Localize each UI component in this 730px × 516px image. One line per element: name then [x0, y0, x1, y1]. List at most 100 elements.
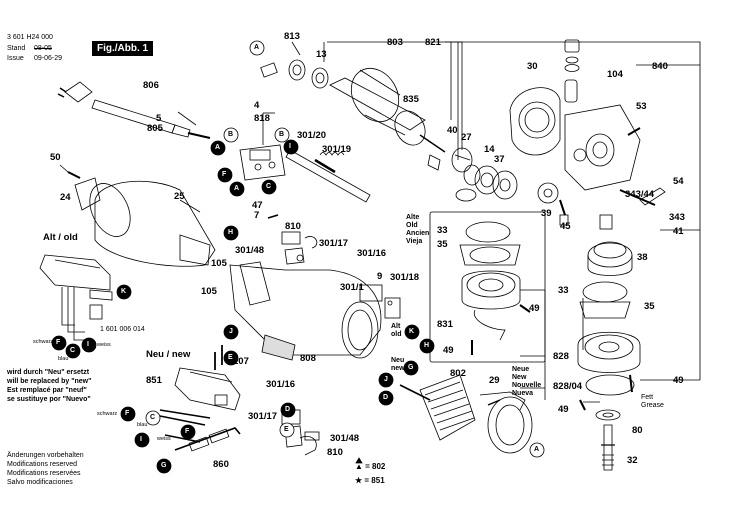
- label-301-1: 301/1: [340, 282, 364, 293]
- bearing-parts: [451, 147, 518, 202]
- label-808: 808: [300, 353, 316, 364]
- part-number: 3 601 H24 000: [7, 34, 53, 41]
- replaced-fr: Est remplacé par "neuf": [7, 387, 87, 394]
- connector-c-top: C: [266, 183, 272, 190]
- label-35-new: 35: [644, 301, 655, 312]
- label-301-18: 301/18: [390, 272, 420, 283]
- bevel-gear-38: [587, 241, 633, 276]
- neu-new-heading: Neu / new: [146, 349, 191, 360]
- connector-g-right: G: [408, 364, 414, 371]
- new-block-3: Nouvelle: [512, 382, 542, 389]
- label-805: 805: [147, 123, 163, 134]
- stand-label: Stand: [7, 45, 26, 52]
- label-7: 7: [254, 210, 260, 221]
- label-37: 37: [494, 154, 505, 165]
- pinion-39: [537, 182, 666, 230]
- connector-d-right: D: [383, 394, 389, 401]
- label-40: 40: [447, 125, 458, 136]
- label-5: 5: [156, 113, 162, 124]
- label-851: 851: [146, 375, 162, 386]
- label-860: 860: [213, 459, 229, 470]
- connector-f-top: F: [222, 171, 227, 178]
- cord-clamp: [67, 171, 101, 211]
- wire-schwarz-new: schwarz: [97, 411, 118, 417]
- label-25: 25: [174, 191, 185, 202]
- label-821: 821: [425, 37, 441, 48]
- label-104: 104: [607, 69, 623, 80]
- label-53: 53: [636, 101, 647, 112]
- label-343: 343: [669, 212, 685, 223]
- changes-fr: Modifications reservées: [7, 470, 81, 477]
- new-block-4: Nueva: [512, 390, 534, 397]
- connector-f-old: F: [56, 339, 61, 346]
- switch-slider: [285, 149, 371, 203]
- legend-star: ★ = 851: [355, 476, 385, 485]
- label-49-a: 49: [529, 303, 540, 314]
- connector-i-top: I: [289, 143, 291, 150]
- field-winding-802: [399, 374, 476, 441]
- label-343-44: 343/44: [625, 189, 655, 200]
- spindle-80-32: [595, 409, 621, 471]
- label-32: 32: [627, 455, 638, 466]
- changes-de: Änderungen vorbehalten: [7, 452, 84, 459]
- label-54: 54: [673, 176, 684, 187]
- label-105-bottom: 105: [201, 286, 217, 297]
- wire-weiss-old: weiss: [97, 342, 111, 348]
- label-27: 27: [461, 132, 472, 143]
- part-1601: 1 601 006 014: [100, 326, 145, 333]
- label-301-16-b: 301/16: [266, 379, 296, 390]
- label-810-top: 810: [285, 221, 301, 232]
- gear-housing: [509, 39, 641, 191]
- label-24: 24: [60, 192, 71, 203]
- issue-date: 09-06-29: [34, 55, 63, 62]
- changes-es: Salvo modificaciones: [7, 479, 73, 486]
- label-831: 831: [437, 319, 453, 330]
- legend-marks: [355, 457, 363, 464]
- connector-i-old: I: [87, 341, 89, 348]
- bearing-flange-old: [429, 211, 546, 363]
- label-806: 806: [143, 80, 159, 91]
- connector-g-new: G: [161, 462, 167, 469]
- label-plate-9: [359, 284, 401, 319]
- alt-small-1: Alt: [391, 323, 401, 330]
- label-301-48-b: 301/48: [330, 433, 360, 444]
- new-block-1: Neue: [512, 366, 530, 373]
- connector-e-bottom: E: [284, 426, 289, 433]
- issue-label: Issue: [7, 55, 24, 62]
- label-29: 29: [489, 375, 500, 386]
- connector-j-mid: J: [229, 328, 233, 335]
- old-block-2: Old: [406, 222, 418, 229]
- neu-small-2: new: [391, 365, 405, 372]
- label-13: 13: [316, 49, 327, 60]
- old-block-3: Ancien: [406, 230, 430, 237]
- grease-label: Grease: [641, 402, 664, 409]
- spring: [319, 152, 345, 156]
- connector-i-new: I: [140, 436, 142, 443]
- brush-caps-813: [260, 59, 329, 89]
- connector-a-left: A: [215, 144, 221, 151]
- new-switch-851: [159, 345, 241, 443]
- connector-f-new-2: F: [185, 428, 190, 435]
- new-block-2: New: [512, 374, 527, 381]
- bracket-lines: [59, 41, 701, 403]
- label-301-20: 301/20: [297, 130, 327, 141]
- label-813: 813: [284, 31, 300, 42]
- wire-schwarz-old: schwarz: [33, 339, 54, 345]
- connector-c-old: C: [70, 347, 76, 354]
- armature-803: [329, 67, 446, 171]
- label-105-top: 105: [211, 258, 227, 269]
- label-14: 14: [484, 144, 495, 155]
- label-301-16: 301/16: [357, 248, 387, 259]
- connector-e-mid: E: [228, 354, 233, 361]
- wire-blau-old: blau: [58, 356, 69, 362]
- brush-holder-top: [267, 214, 318, 265]
- label-9: 9: [377, 271, 383, 282]
- old-switch: [39, 254, 113, 341]
- neu-small-1: Neu: [391, 357, 405, 364]
- connector-860: [174, 427, 241, 452]
- alt-small-2: old: [391, 331, 402, 338]
- label-301-17-b: 301/17: [248, 411, 278, 422]
- label-50: 50: [50, 152, 61, 163]
